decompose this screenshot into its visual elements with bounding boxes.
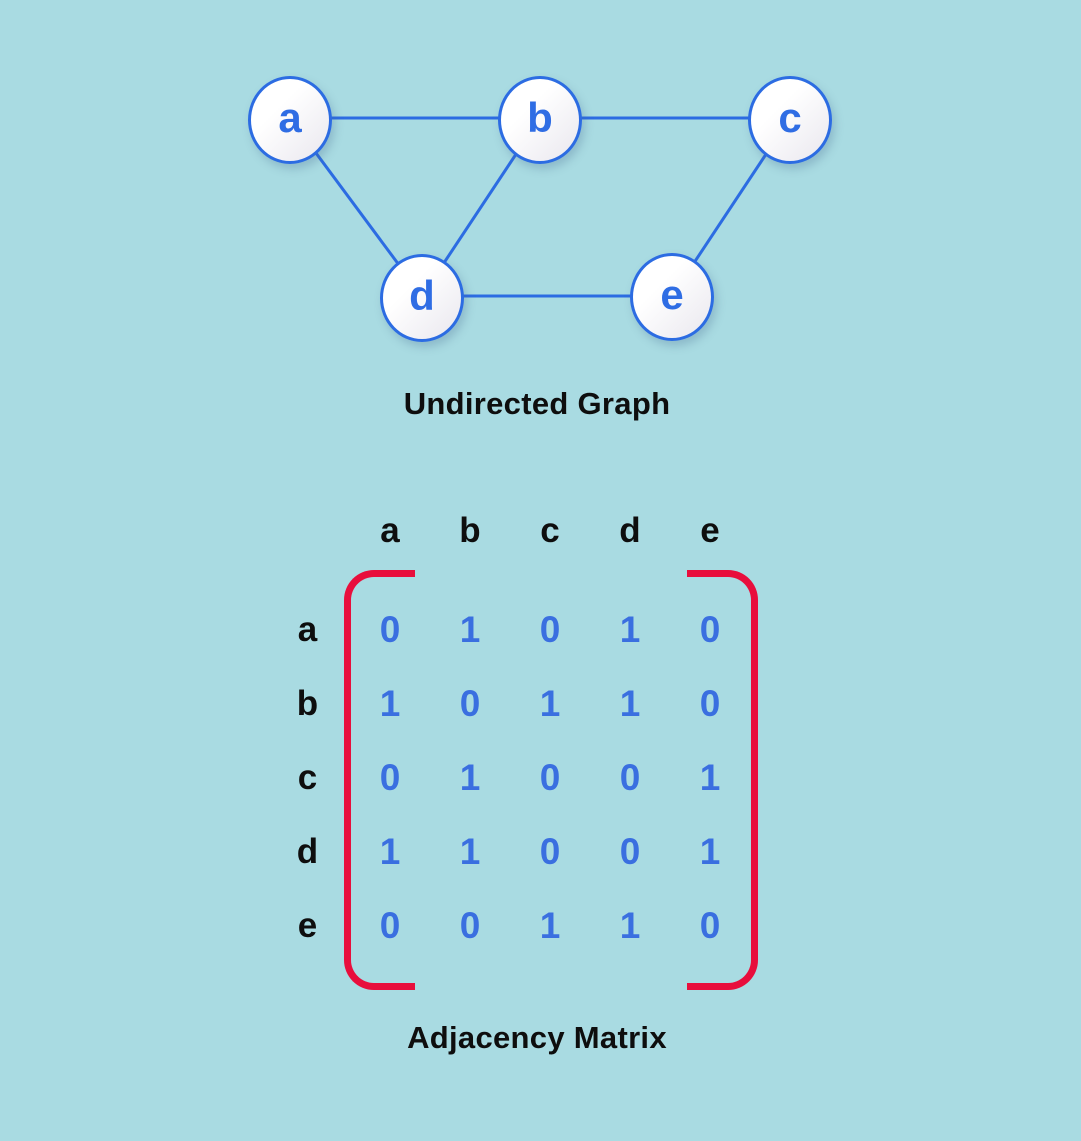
matrix-column-headers: a b c d e xyxy=(350,508,750,554)
matrix-title: Adjacency Matrix xyxy=(407,1020,667,1055)
node-d-label: d xyxy=(409,272,435,319)
matrix-cell-c-c: 0 xyxy=(539,757,561,798)
matrix-row-d: d 1 1 0 0 1 xyxy=(265,815,750,889)
matrix-cell-b-b: 0 xyxy=(459,683,481,724)
matrix-cell-a-a: 0 xyxy=(379,609,401,650)
matrix-cell-d-e: 1 xyxy=(699,831,721,872)
matrix-cell-a-e: 0 xyxy=(699,609,721,650)
matrix-cell-e-c: 1 xyxy=(539,905,561,946)
matrix-cell-c-a: 0 xyxy=(379,757,401,798)
matrix-body: a 0 1 0 1 0 b 1 0 1 1 0 c 0 1 0 0 1 d 1 … xyxy=(265,593,750,963)
graph-title: Undirected Graph xyxy=(403,386,671,421)
matrix-row-c: c 0 1 0 0 1 xyxy=(265,741,750,815)
matrix-row-header-e: e xyxy=(297,906,318,945)
matrix-cell-b-e: 0 xyxy=(699,683,721,724)
matrix-row-a: a 0 1 0 1 0 xyxy=(265,593,750,667)
matrix-cell-a-d: 1 xyxy=(619,609,641,650)
matrix-cell-c-b: 1 xyxy=(459,757,481,798)
matrix-cell-b-a: 1 xyxy=(379,683,401,724)
matrix-col-header-a: a xyxy=(380,511,400,550)
matrix-cell-c-e: 1 xyxy=(699,757,721,798)
node-c-label: c xyxy=(778,94,802,141)
matrix-row-header-d: d xyxy=(296,832,319,871)
matrix-cell-e-d: 1 xyxy=(619,905,641,946)
matrix-cell-d-c: 0 xyxy=(539,831,561,872)
graph-node-b: b xyxy=(498,76,582,164)
matrix-col-header-b: b xyxy=(459,511,481,550)
matrix-cell-d-d: 0 xyxy=(619,831,641,872)
matrix-col-header-c: c xyxy=(540,511,560,550)
graph-node-c: c xyxy=(748,76,832,164)
matrix-cell-e-b: 0 xyxy=(459,905,481,946)
matrix-cell-a-b: 1 xyxy=(459,609,481,650)
matrix-cell-d-b: 1 xyxy=(459,831,481,872)
matrix-row-header-b: b xyxy=(296,684,319,723)
matrix-row-header-a: a xyxy=(297,610,318,649)
matrix-left-bracket xyxy=(344,570,415,990)
node-e-label: e xyxy=(660,271,684,318)
graph-node-d: d xyxy=(380,254,464,342)
matrix-right-bracket xyxy=(687,570,758,990)
matrix-row-b: b 1 0 1 1 0 xyxy=(265,667,750,741)
matrix-row-header-c: c xyxy=(297,758,318,797)
matrix-cell-b-c: 1 xyxy=(539,683,561,724)
matrix-row-e: e 0 0 1 1 0 xyxy=(265,889,750,963)
matrix-cell-b-d: 1 xyxy=(619,683,641,724)
node-b-label: b xyxy=(527,94,553,141)
graph-node-e: e xyxy=(630,253,714,341)
matrix-cell-d-a: 1 xyxy=(379,831,401,872)
graph-node-a: a xyxy=(248,76,332,164)
matrix-cell-e-a: 0 xyxy=(379,905,401,946)
matrix-cell-a-c: 0 xyxy=(539,609,561,650)
node-a-label: a xyxy=(278,94,302,141)
matrix-cell-c-d: 0 xyxy=(619,757,641,798)
matrix-col-header-e: e xyxy=(700,511,720,550)
matrix-cell-e-e: 0 xyxy=(699,905,721,946)
matrix-col-header-d: d xyxy=(619,511,641,550)
